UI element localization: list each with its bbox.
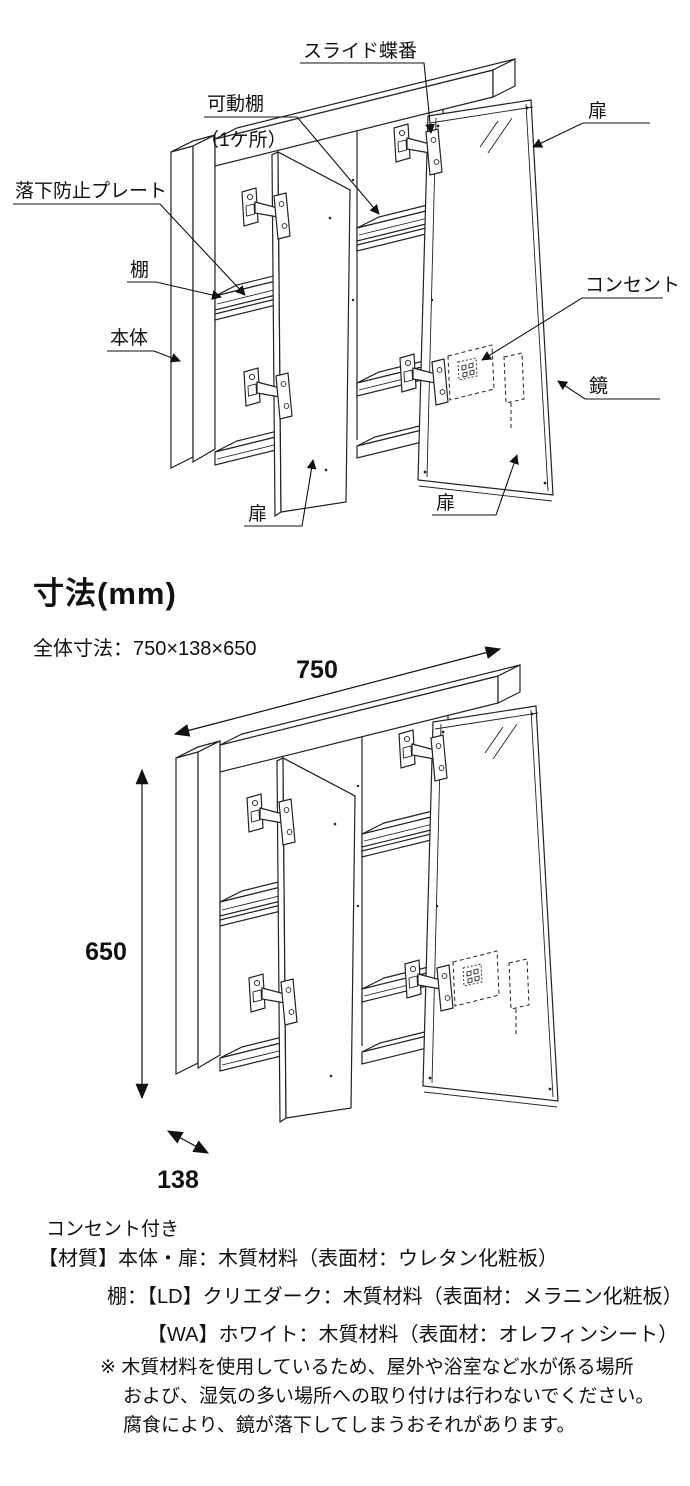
label-fall-prevention-plate: 落下防止プレート bbox=[15, 180, 167, 202]
callout-door-top-right: 扉 bbox=[532, 100, 650, 148]
label-movable-shelf-count: （1ケ所） bbox=[200, 129, 287, 151]
dim-height: 650 bbox=[85, 768, 149, 1100]
dimension-diagram: 750 650 138 bbox=[85, 646, 690, 1194]
callout-mirror: 鏡 bbox=[557, 375, 660, 400]
label-door-bottom-left: 扉 bbox=[248, 503, 267, 525]
label-body: 本体 bbox=[110, 327, 148, 349]
label-slide-hinge: スライド蝶番 bbox=[303, 40, 417, 62]
label-door-top-right: 扉 bbox=[588, 100, 607, 122]
callout-movable-shelf: 可動棚 （1ケ所） bbox=[200, 93, 380, 215]
callout-door-bottom-left: 扉 bbox=[244, 459, 317, 527]
callout-door-bottom-right: 扉 bbox=[432, 454, 519, 516]
callout-shelf: 棚 bbox=[127, 259, 222, 300]
label-outlet: コンセント bbox=[585, 275, 680, 296]
callout-body: 本体 bbox=[107, 327, 181, 363]
cabinet-overview bbox=[171, 59, 553, 516]
overview-diagram: スライド蝶番 可動棚 （1ケ所） 扉 落下防止プレート 棚 本体 コンセント bbox=[13, 40, 680, 527]
label-movable-shelf: 可動棚 bbox=[207, 93, 264, 115]
note-material-line3: 【WA】ホワイト：木質材料（表面材：オレフィンシート） bbox=[147, 1324, 679, 1346]
dimensions-heading: 寸法(mm) bbox=[33, 576, 177, 611]
note-warning-line1: ※ 木質材料を使用しているため、屋外や浴室など水が係る場所 bbox=[100, 1357, 634, 1378]
note-warning-line2: および、湿気の多い場所への取り付けは行わないでください。 bbox=[123, 1386, 655, 1407]
cabinet-dimension-view bbox=[176, 665, 558, 1122]
dim-height-value: 650 bbox=[85, 938, 127, 966]
callout-fall-prevention-plate: 落下防止プレート bbox=[13, 180, 246, 296]
label-shelf: 棚 bbox=[130, 259, 149, 281]
note-material-line2: 棚：【LD】クリエダーク：木質材料（表面材：メラニン化粧板） bbox=[107, 1286, 683, 1308]
callout-slide-hinge: スライド蝶番 bbox=[300, 40, 436, 134]
note-material-line1: 【材質】本体・扉：木質材料（表面材：ウレタン化粧板） bbox=[38, 1248, 558, 1270]
label-mirror: 鏡 bbox=[589, 375, 608, 397]
dim-depth-value: 138 bbox=[157, 1166, 199, 1194]
label-door-bottom-right: 扉 bbox=[436, 492, 455, 514]
dim-width-value: 750 bbox=[296, 656, 338, 684]
note-warning-line3: 腐食により、鏡が落下してしまうおそれがあります。 bbox=[123, 1415, 576, 1436]
note-outlet-feature: コンセント付き bbox=[46, 1219, 180, 1240]
dim-width: 750 bbox=[173, 646, 502, 737]
dim-depth: 138 bbox=[157, 1130, 210, 1194]
callout-outlet: コンセント bbox=[481, 275, 680, 361]
